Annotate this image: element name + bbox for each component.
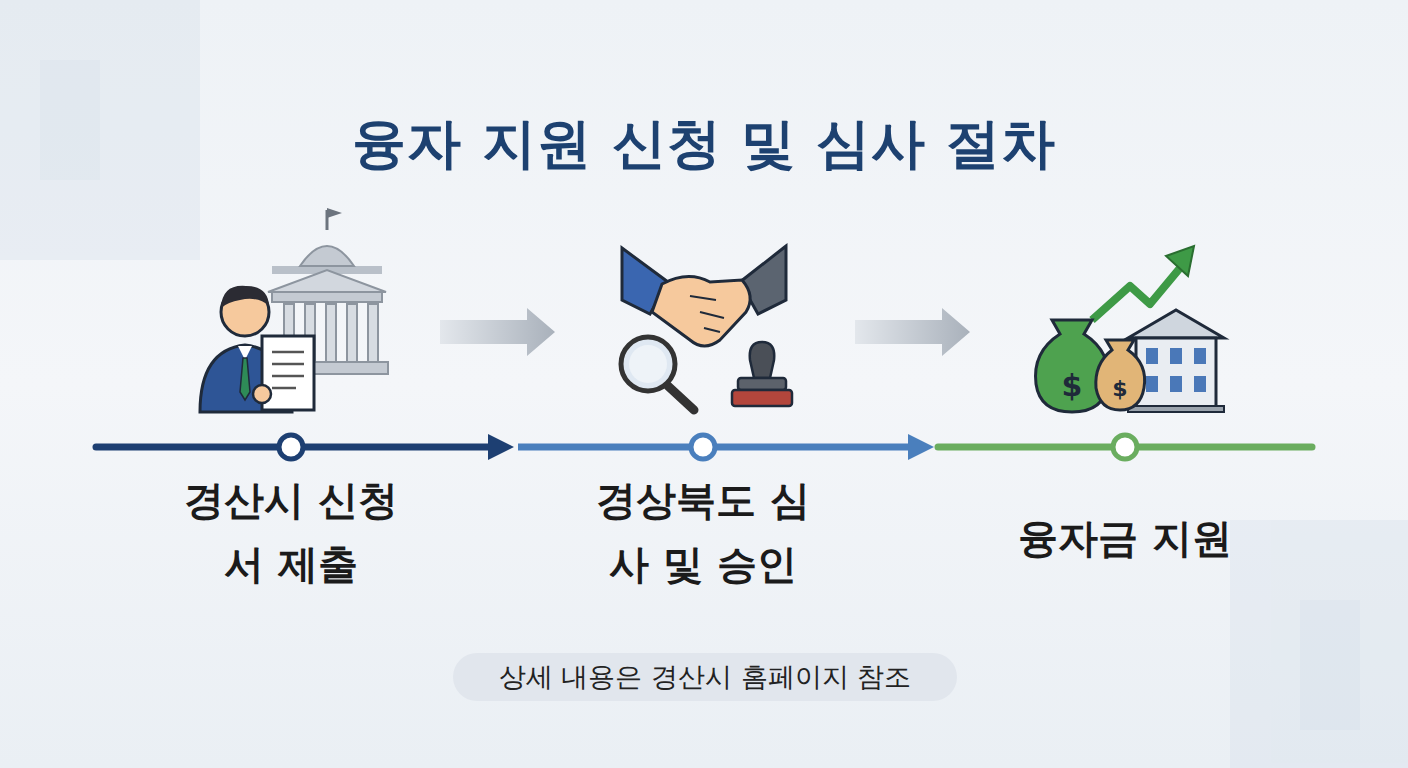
flow-arrow <box>440 308 555 356</box>
diagram-title: 융자 지원 신청 및 심사 절차 <box>0 108 1408 181</box>
flow-arrow-shape <box>855 308 970 356</box>
caption-pill: 상세 내용은 경산시 홈페이지 참조 <box>453 653 957 701</box>
funding-icon: $ $ <box>1036 246 1225 412</box>
flow-arrow-shape <box>440 308 555 356</box>
timeline <box>96 434 1312 460</box>
step-label: 경산시 신청서 제출 <box>171 468 411 596</box>
flow-arrow <box>855 308 970 356</box>
step-label: 경상북도 심사 및 승인 <box>583 468 823 596</box>
process-step: 경산시 신청서 제출 <box>170 230 440 610</box>
dollar-sign: $ <box>1112 376 1127 401</box>
process-step: 경상북도 심사 및 승인 <box>555 230 855 610</box>
review-icon <box>621 246 792 410</box>
step-label: 융자금 지원 <box>1005 506 1245 570</box>
dollar-sign: $ <box>1062 368 1083 403</box>
process-step: 융자금 지원 <box>970 230 1290 610</box>
applicant-icon <box>200 208 388 412</box>
